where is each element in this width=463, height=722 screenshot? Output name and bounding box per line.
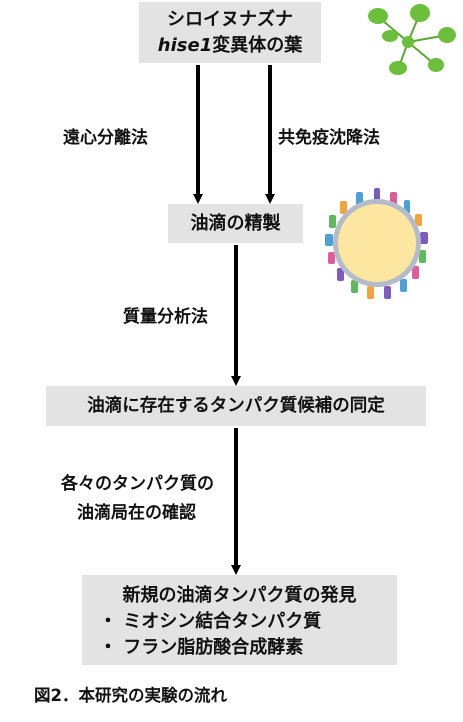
candidate-identification-box: 油滴に存在するタンパク質候補の同定 [46,386,426,426]
figure-caption: 図2．本研究の実験の流れ [34,686,227,705]
localization-label-line1: 各々のタンパク質の [61,474,214,494]
oil-body-purification-box: 油滴の精製 [168,204,303,243]
discovery-item: ・ ミオシン結合タンパク質 [99,611,322,632]
discovery-item: ・ フラン脂肪酸合成酵素 [99,637,304,658]
sample-organism-text: シロイヌナズナ [167,9,293,30]
mass-spectrometry-label: 質量分析法 [123,307,208,327]
source-sample-box: シロイヌナズナ hise1変異体の葉 [139,2,321,63]
co-immunoprecipitation-label: 共免疫沈降法 [278,128,380,148]
localization-label-line2: 油滴局在の確認 [77,503,196,523]
gene-name-text: hise1 [157,35,213,56]
sample-mutant-line: hise1変異体の葉 [139,33,321,59]
oil-droplet-icon [325,188,428,299]
mutant-leaf-text: 変異体の葉 [212,35,303,56]
discovery-title: 新規の油滴タンパク質の発見 [122,585,357,606]
discovery-box: 新規の油滴タンパク質の発見 ・ ミオシン結合タンパク質 ・ フラン脂肪酸合成酵素 [82,575,397,665]
centrifugation-label: 遠心分離法 [63,128,148,148]
plant-leaf-icon [368,4,456,75]
